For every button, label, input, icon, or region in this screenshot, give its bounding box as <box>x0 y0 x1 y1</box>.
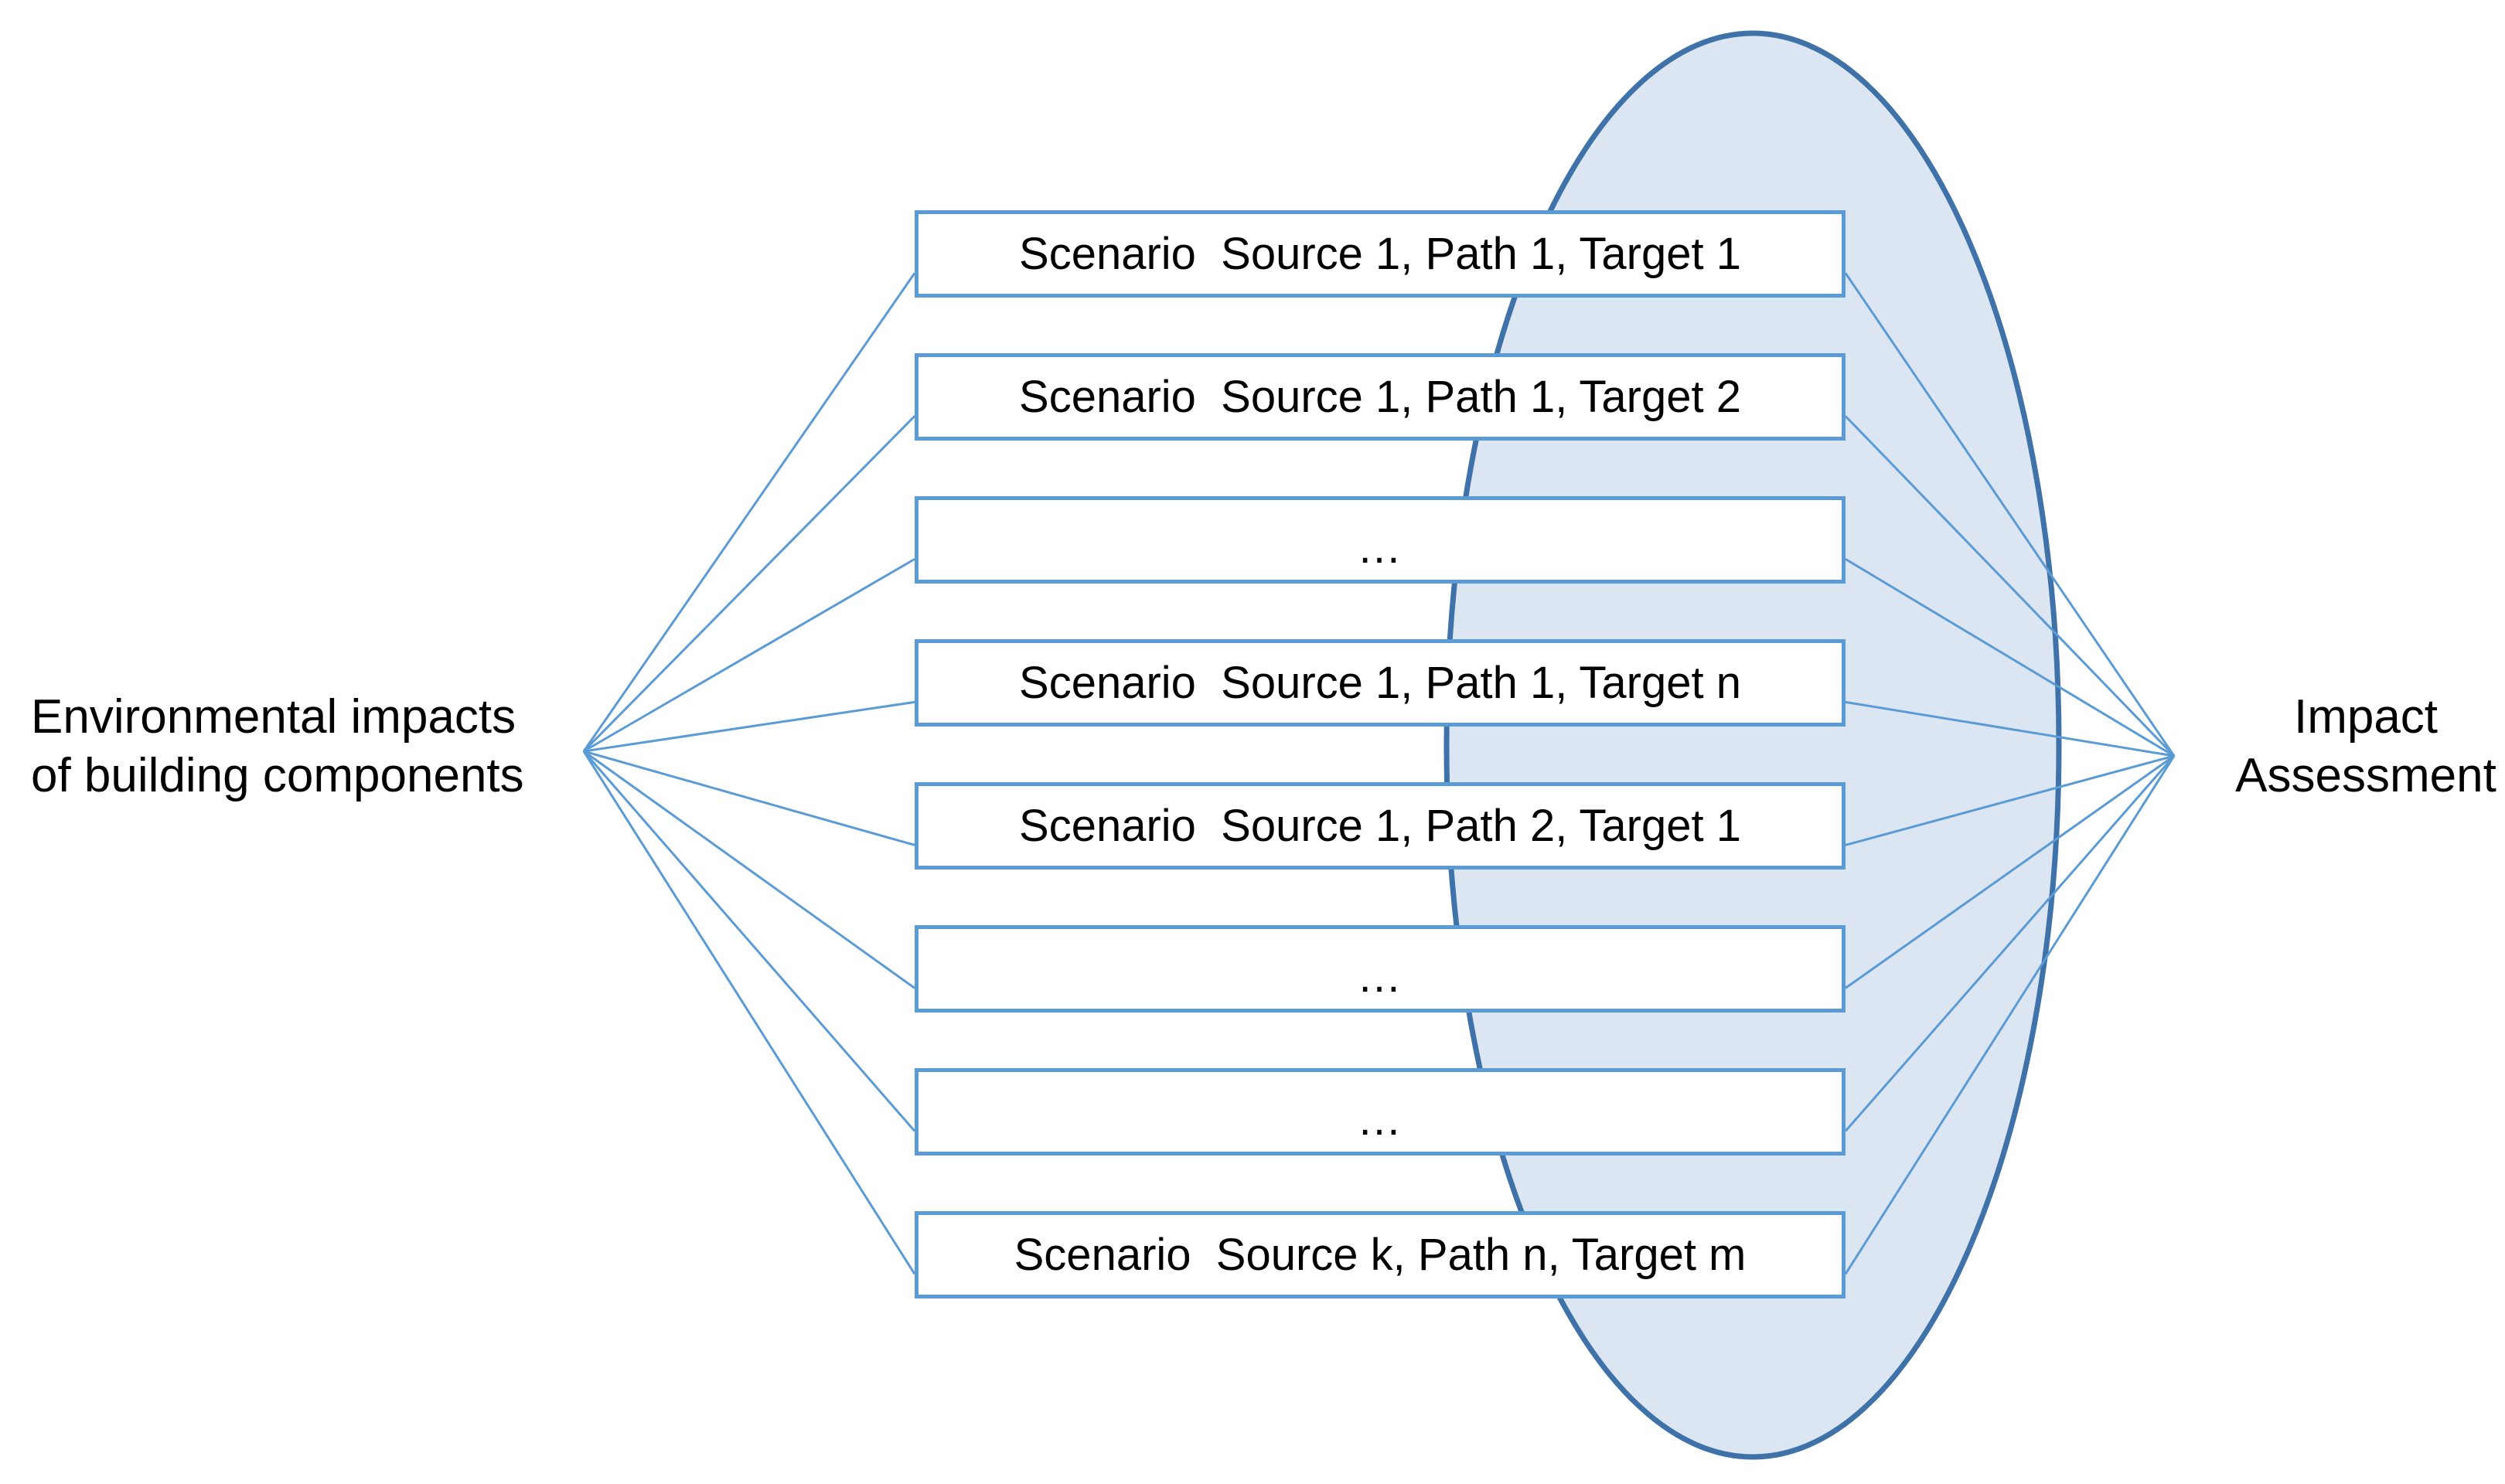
connector-line-right <box>1844 755 2176 1275</box>
scenario-box[interactable]: Scenario Source 1, Path 1, Target 1 <box>915 210 1846 298</box>
left-connector-fan <box>582 272 916 1275</box>
scenario-box[interactable]: Scenario Source 1, Path 1, Target 2 <box>915 353 1846 441</box>
scenario-box[interactable]: Scenario Source 1, Path 1, Target n <box>915 639 1846 727</box>
connector-line-left <box>582 751 916 1132</box>
right-connector-fan <box>1844 272 2176 1275</box>
connector-line-right <box>1845 700 2175 757</box>
scenario-box-label: … <box>1357 1094 1403 1145</box>
scenario-box-label: Scenario Source 1, Path 1, Target 1 <box>1019 228 1741 279</box>
connector-line-left <box>582 415 916 753</box>
scenario-box[interactable]: Scenario Source k, Path n, Target m <box>915 1211 1846 1298</box>
connector-line-right <box>1845 558 2175 757</box>
source-node-label-line1: Environmental impacts <box>31 690 516 744</box>
connector-line-right <box>1844 415 2176 757</box>
scenario-box-label: Scenario Source 1, Path 1, Target n <box>1019 657 1741 708</box>
connector-line-right <box>1844 272 2176 757</box>
connector-line-left <box>583 700 915 753</box>
scenario-box[interactable]: … <box>915 1068 1846 1156</box>
connector-line-left <box>583 750 915 846</box>
connector-line-left <box>583 558 915 753</box>
scenario-box[interactable]: Scenario Source 1, Path 2, Target 1 <box>915 782 1846 870</box>
connector-line-left <box>582 751 916 1275</box>
connector-line-right <box>1845 754 2175 989</box>
connector-line-left <box>583 750 915 989</box>
scenario-box[interactable]: … <box>915 496 1846 584</box>
scenario-box-label: … <box>1357 522 1403 573</box>
connector-line-right <box>1844 755 2176 1132</box>
target-node-label-line1: Impact <box>2293 690 2439 744</box>
scenario-box-label: … <box>1357 951 1403 1002</box>
connector-line-right <box>1845 754 2175 846</box>
target-node-label-line2: Assessment <box>2235 748 2496 802</box>
scenario-box-label: Scenario Source 1, Path 2, Target 1 <box>1019 800 1741 851</box>
scenario-box[interactable]: … <box>915 925 1846 1013</box>
connector-line-left <box>582 272 916 752</box>
scenario-box-label: Scenario Source 1, Path 1, Target 2 <box>1019 371 1741 422</box>
source-node-label-line2: of building components <box>31 748 524 802</box>
scenario-box-label: Scenario Source k, Path n, Target m <box>1014 1229 1747 1280</box>
